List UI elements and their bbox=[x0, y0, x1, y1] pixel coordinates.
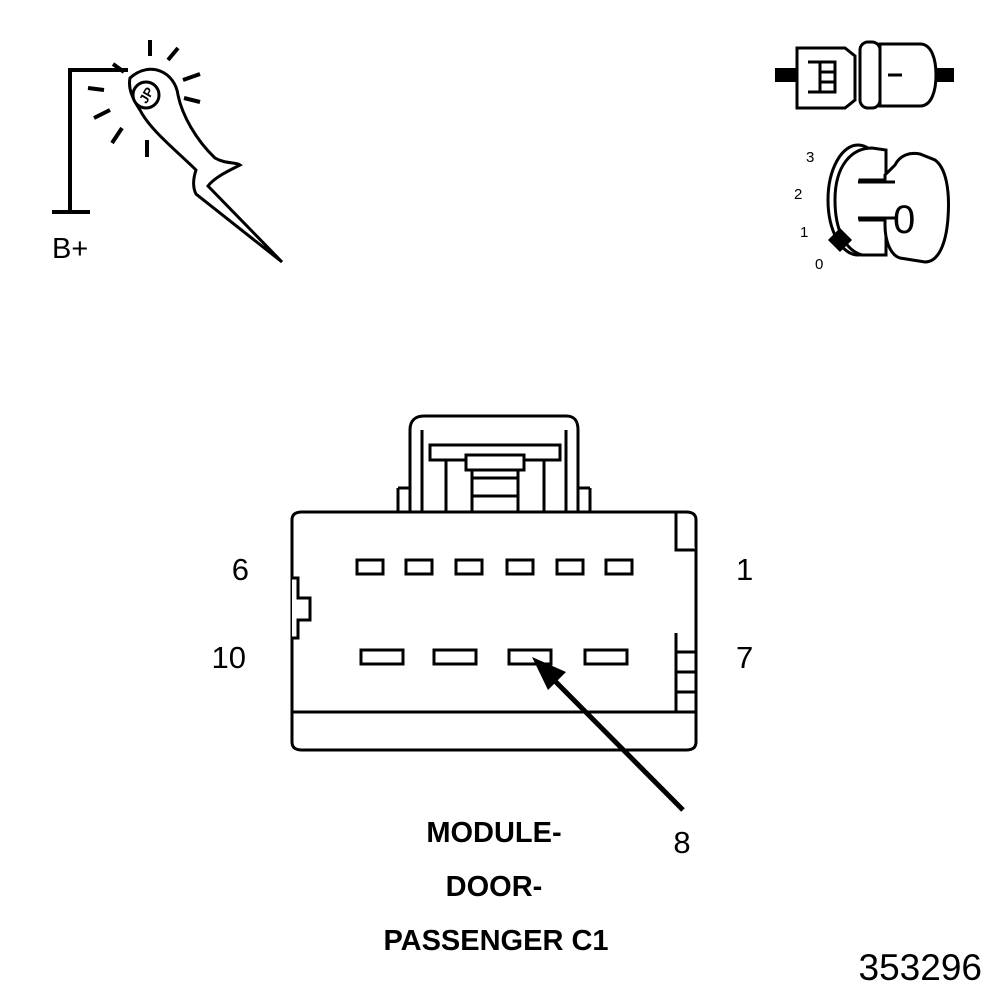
pin-cavity-10 bbox=[359, 648, 405, 666]
pin-cavity-7 bbox=[583, 648, 629, 666]
pin-cavity-8 bbox=[507, 648, 553, 666]
ignition-switch-icon bbox=[826, 143, 950, 264]
pin-cavity-6 bbox=[355, 558, 385, 576]
pin-cavity-2 bbox=[555, 558, 585, 576]
ignition-position-1: 1 bbox=[800, 224, 808, 241]
pin-row-top bbox=[355, 558, 634, 576]
pin-row-bottom bbox=[359, 648, 629, 666]
pin-cavity-3 bbox=[505, 558, 535, 576]
pin-8-callout-arrow bbox=[532, 657, 685, 812]
test-light-icon bbox=[52, 40, 284, 264]
test-light-logo: JP bbox=[136, 84, 157, 106]
ignition-position-2: 2 bbox=[794, 186, 802, 203]
ignition-position-0: 0 bbox=[815, 256, 823, 273]
pin-cavity-1 bbox=[604, 558, 634, 576]
callout-pin-label: 8 bbox=[673, 825, 690, 860]
connector-body bbox=[290, 414, 698, 752]
connector-name-line-3: PASSENGER C1 bbox=[383, 925, 608, 957]
pin-label-top-left: 6 bbox=[232, 552, 249, 587]
pin-label-bottom-right: 7 bbox=[736, 640, 753, 675]
ground-label: B+ bbox=[52, 233, 88, 265]
pin-cavity-9 bbox=[432, 648, 478, 666]
pin-cavity-4 bbox=[454, 558, 484, 576]
figure-number: 353296 bbox=[859, 947, 982, 988]
ignition-key-label: 0 bbox=[893, 198, 915, 242]
pin-label-top-right: 1 bbox=[736, 552, 753, 587]
fuse-removed-icon bbox=[775, 40, 954, 110]
pin-label-bottom-left: 10 bbox=[212, 640, 246, 675]
pin-cavity-5 bbox=[404, 558, 434, 576]
ignition-position-3: 3 bbox=[806, 149, 814, 166]
connector-name-line-2: DOOR- bbox=[446, 871, 543, 903]
connector-name-line-1: MODULE- bbox=[426, 817, 561, 849]
